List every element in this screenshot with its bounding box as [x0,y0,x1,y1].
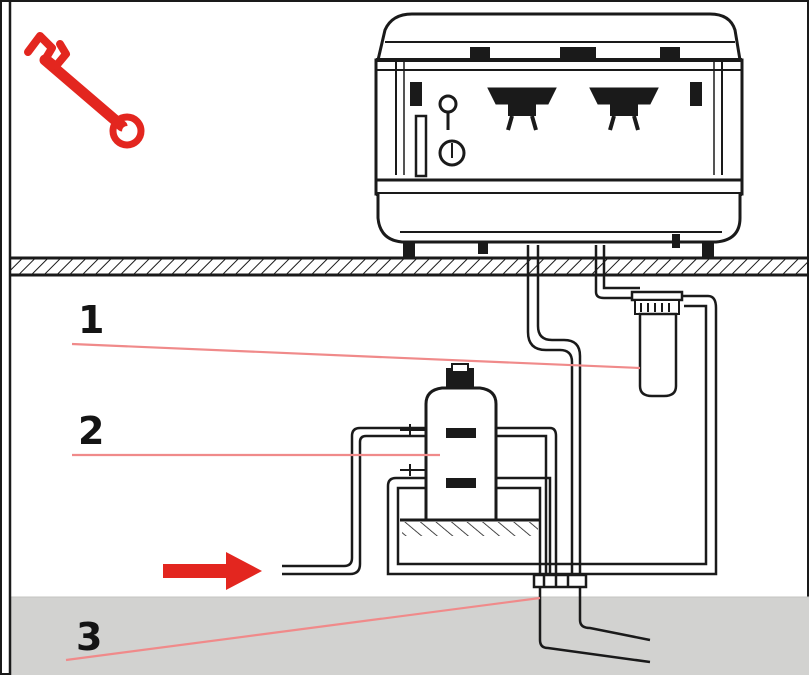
callout-3-leader [65,596,541,662]
drain-trap [532,573,651,664]
water-filter [630,290,684,398]
drain-pipe [526,245,582,575]
callout-1-number: 1 [78,298,104,342]
callout-3-number: 3 [76,615,102,659]
floor-area [10,597,809,675]
wrench-icon [24,32,145,149]
water-inlet-arrow [163,552,262,590]
espresso-machine [374,12,744,258]
callout-2-number: 2 [78,409,104,453]
callout-leaders [65,342,641,662]
water-supply-line [282,245,718,576]
callout-1-leader [71,342,641,370]
counter-top [10,256,809,277]
water-softener [400,363,540,536]
